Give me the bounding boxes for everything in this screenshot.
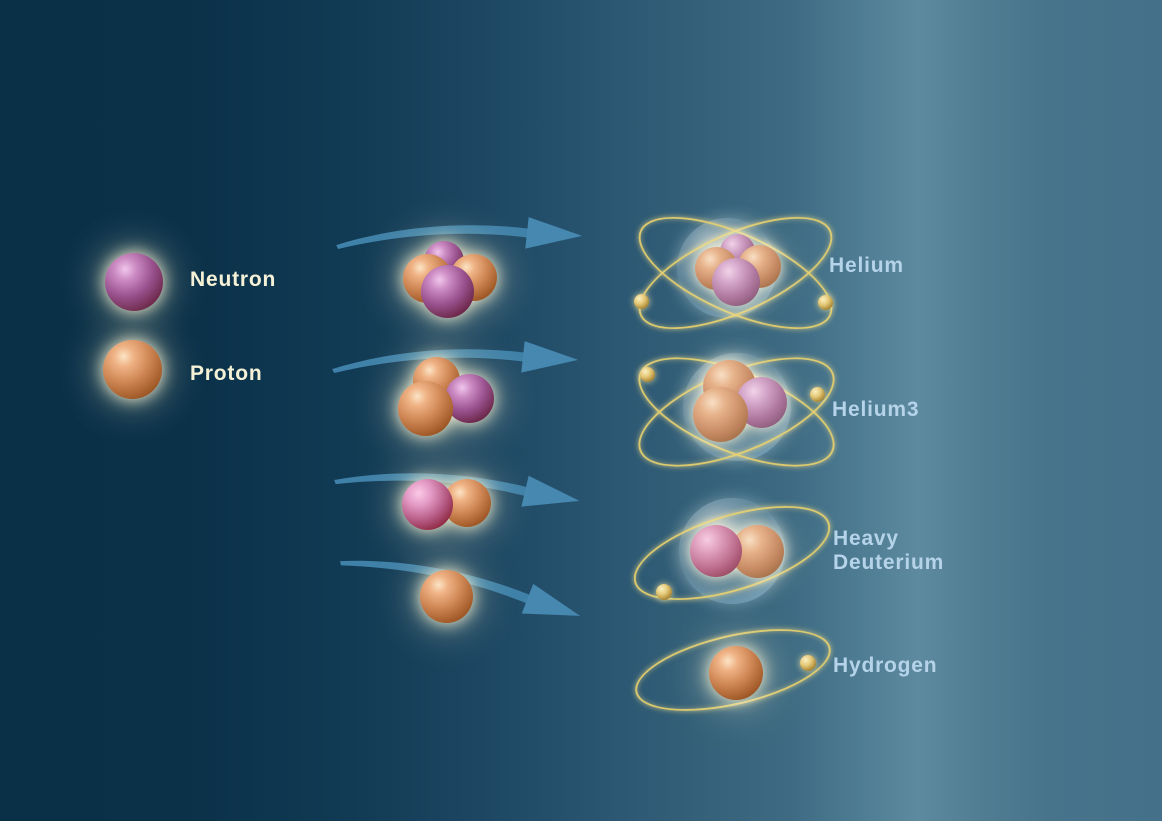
electron <box>800 655 816 671</box>
arrow-icon <box>340 560 581 616</box>
deuterium-nucleus-cluster <box>398 475 494 531</box>
neutron-sphere <box>445 374 494 423</box>
helium3-nucleus-cluster <box>395 352 497 438</box>
proton-sphere <box>398 381 453 436</box>
neutron-sphere <box>690 525 742 577</box>
legend-proton-label: Proton <box>190 362 263 385</box>
helium-nucleus <box>695 234 785 309</box>
electron <box>810 387 825 402</box>
legend-proton-sphere <box>103 340 162 399</box>
helium3-label: Helium3 <box>832 398 920 421</box>
heavy-deuterium-label-line2: Deuterium <box>833 551 945 574</box>
deuterium-nucleus <box>690 525 784 579</box>
proton-sphere <box>420 570 473 623</box>
electron <box>640 367 655 382</box>
helium-nucleus-cluster <box>395 235 503 323</box>
proton-sphere <box>709 646 763 700</box>
arrow-icon <box>334 473 580 507</box>
arrow-icon <box>332 341 579 373</box>
heavy-deuterium-label: Heavy Deuterium <box>833 527 944 575</box>
arrow-icon <box>336 217 583 249</box>
legend-neutron-sphere <box>105 253 163 311</box>
hydrogen-label: Hydrogen <box>833 654 938 677</box>
legend-neutron-label: Neutron <box>190 268 277 291</box>
helium3-nucleus <box>693 360 788 444</box>
proton-sphere <box>693 387 748 442</box>
helium-label: Helium <box>829 254 904 277</box>
neutron-sphere <box>402 479 453 530</box>
neutron-sphere <box>712 258 760 306</box>
heavy-deuterium-label-line1: Heavy <box>833 527 899 550</box>
electron <box>656 584 672 600</box>
proton-cluster <box>420 570 473 623</box>
electron <box>634 294 649 309</box>
electron <box>818 295 833 310</box>
neutron-sphere <box>421 265 474 318</box>
